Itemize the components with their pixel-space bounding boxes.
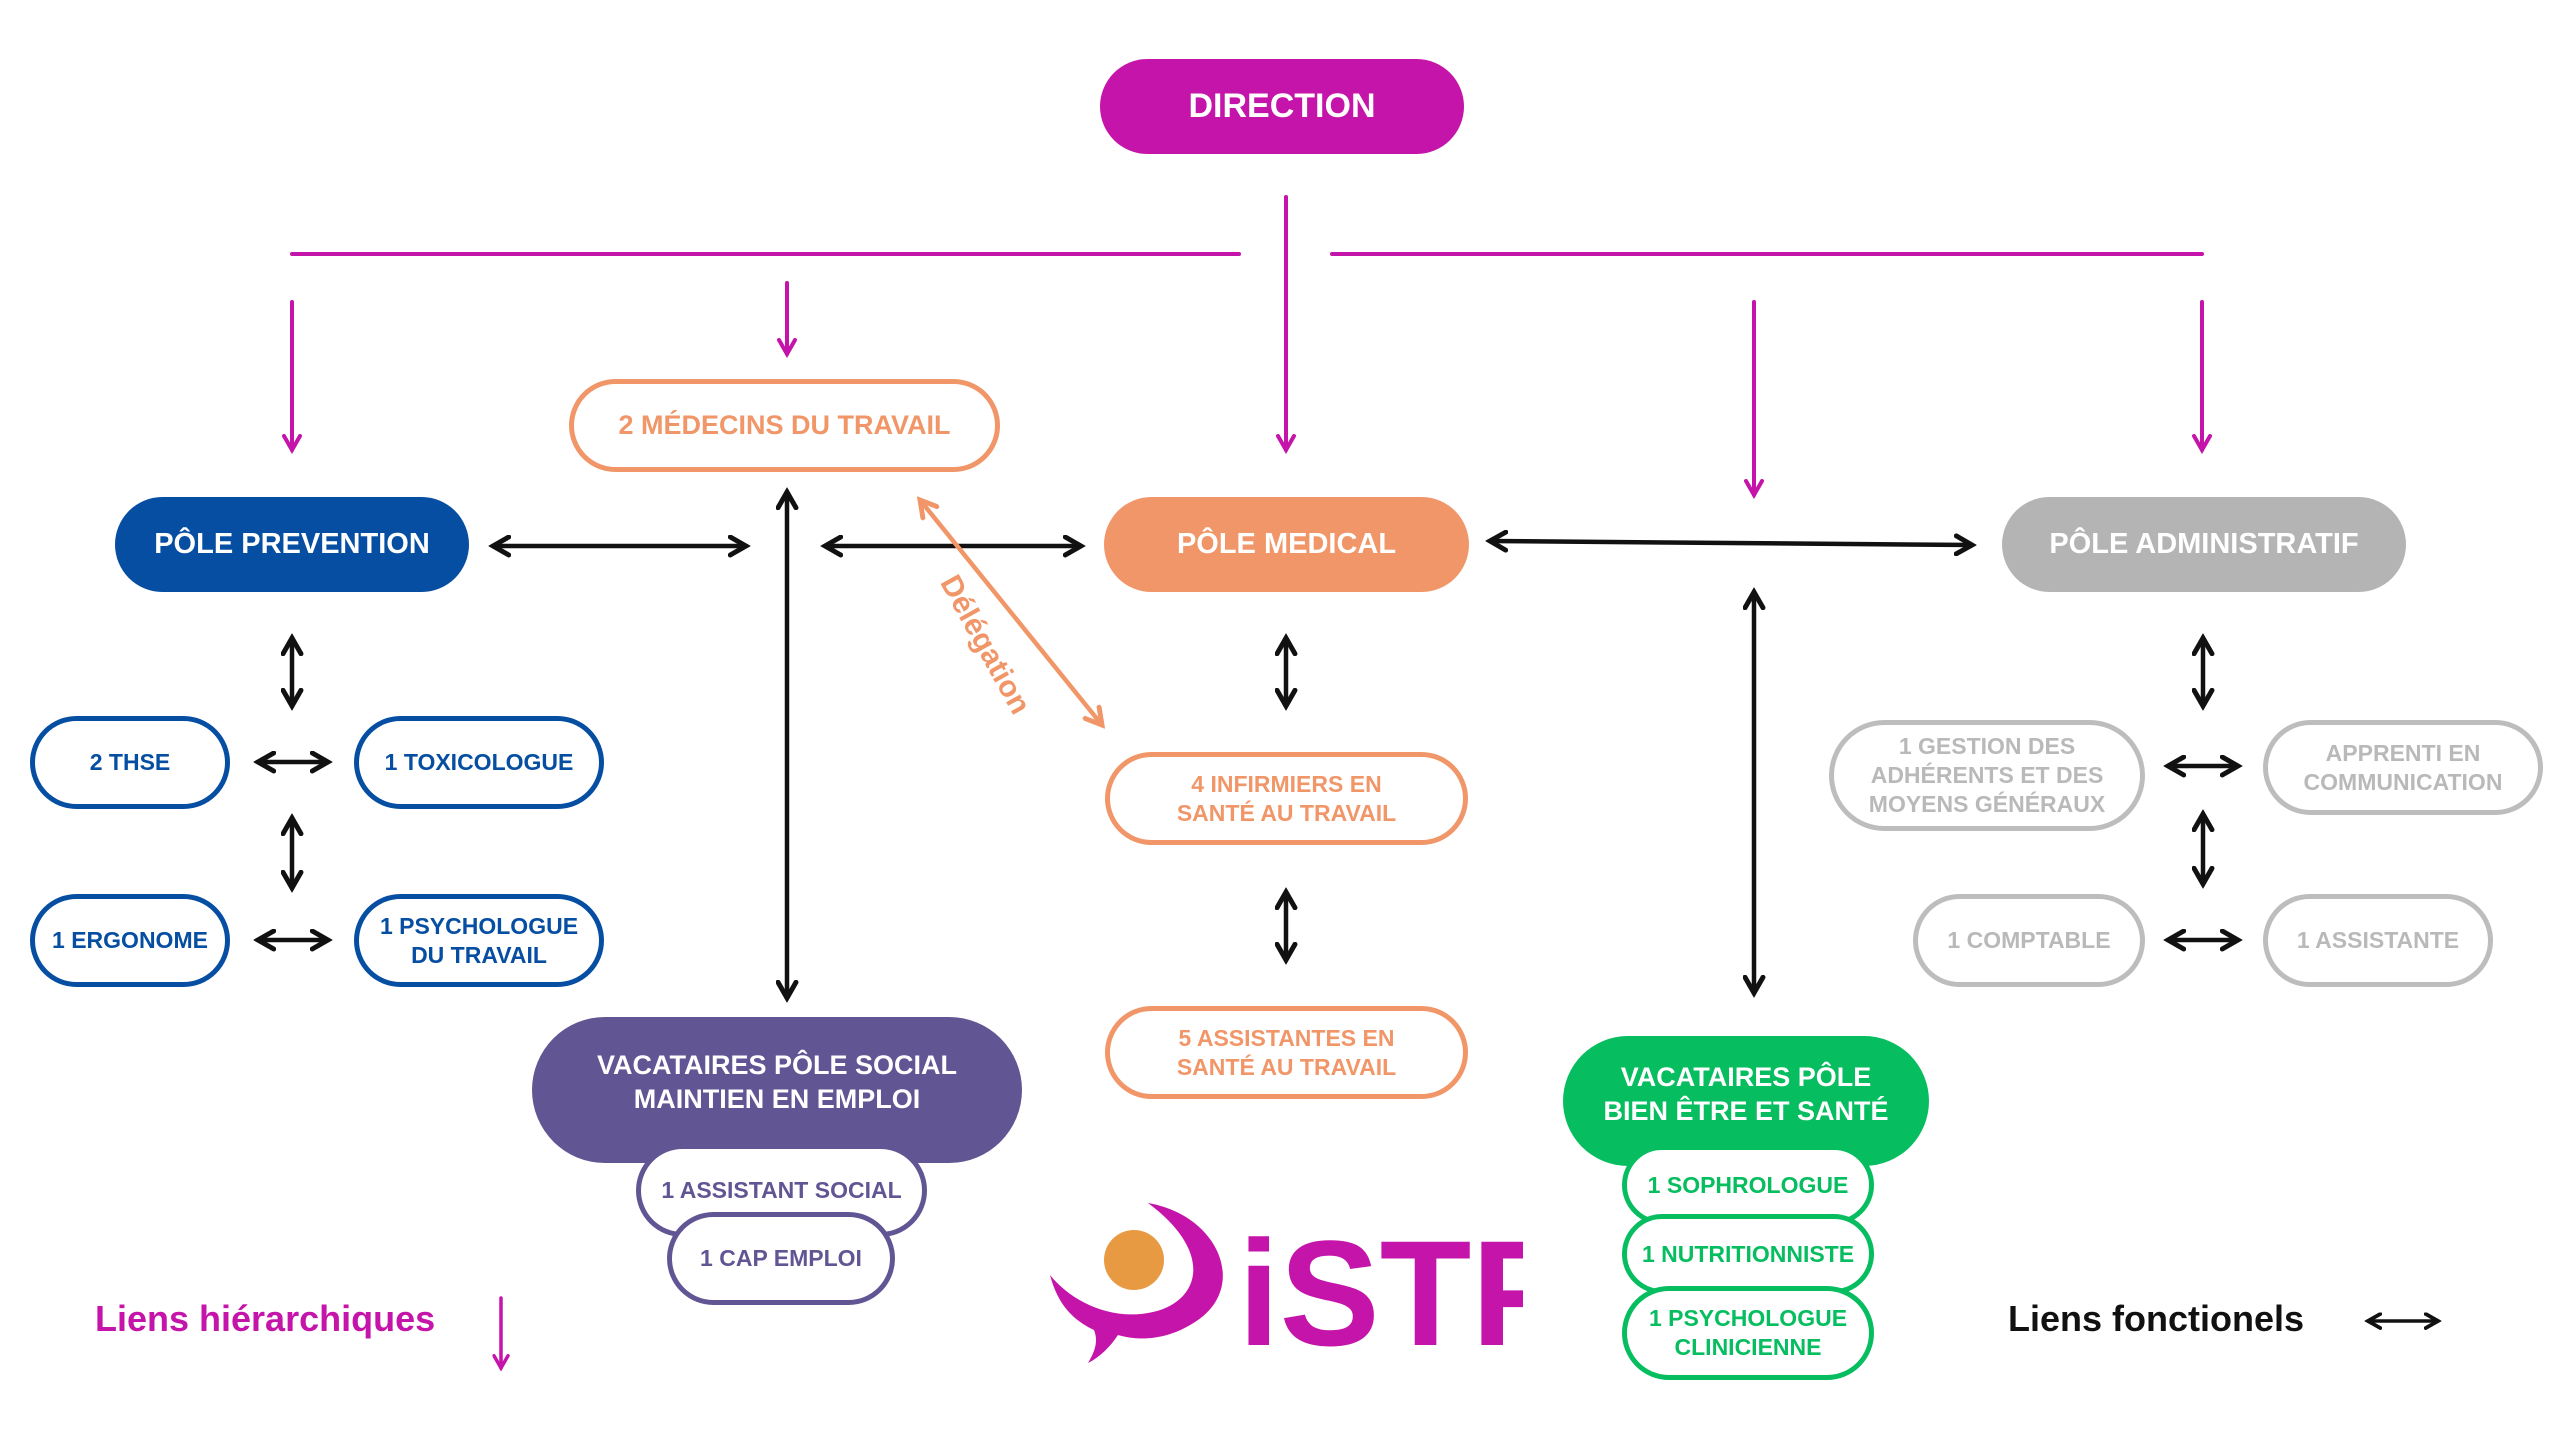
medecins-node: 2 MÉDECINS DU TRAVAIL (569, 379, 1000, 472)
istf-logo: iSTF (1050, 1203, 1523, 1365)
infirmiers-node: 4 INFIRMIERS EN SANTÉ AU TRAVAIL (1105, 752, 1468, 845)
sophrologue-node: 1 SOPHROLOGUE (1622, 1145, 1874, 1225)
thse-node: 2 THSE (30, 716, 230, 809)
link-medical-admin (1490, 541, 1972, 545)
vacataires-social-node: VACATAIRES PÔLE SOCIAL MAINTIEN EN EMPLO… (532, 1017, 1022, 1163)
nutritionniste-node: 1 NUTRITIONNISTE (1622, 1214, 1874, 1294)
assistantes-node: 5 ASSISTANTES EN SANTÉ AU TRAVAIL (1105, 1006, 1468, 1099)
assistante-admin-node: 1 ASSISTANTE (2263, 894, 2493, 987)
comptable-node: 1 COMPTABLE (1913, 894, 2145, 987)
psychologue-travail-node: 1 PSYCHOLOGUE DU TRAVAIL (354, 894, 604, 987)
direction-node: DIRECTION (1100, 59, 1464, 154)
logo-text: iSTF (1238, 1209, 1523, 1365)
pole-medical-node: PÔLE MEDICAL (1104, 497, 1469, 592)
pole-administratif-node: PÔLE ADMINISTRATIF (2002, 497, 2406, 592)
pole-prevention-node: PÔLE PREVENTION (115, 497, 469, 592)
apprenti-communication-node: APPRENTI EN COMMUNICATION (2263, 720, 2543, 815)
ergonome-node: 1 ERGONOME (30, 894, 230, 987)
cap-emploi-node: 1 CAP EMPLOI (667, 1212, 895, 1305)
gestion-adherents-node: 1 GESTION DES ADHÉRENTS ET DES MOYENS GÉ… (1829, 720, 2145, 831)
legend-functional-label: Liens fonctionels (2008, 1298, 2305, 1339)
toxicologue-node: 1 TOXICOLOGUE (354, 716, 604, 809)
psychologue-clinicienne-node: 1 PSYCHOLOGUE CLINICIENNE (1622, 1286, 1874, 1380)
person-speech-bubble-logo-icon (1050, 1203, 1223, 1363)
delegation-link (920, 500, 1102, 725)
legend-hierarchical-label: Liens hiérarchiques (95, 1298, 436, 1339)
